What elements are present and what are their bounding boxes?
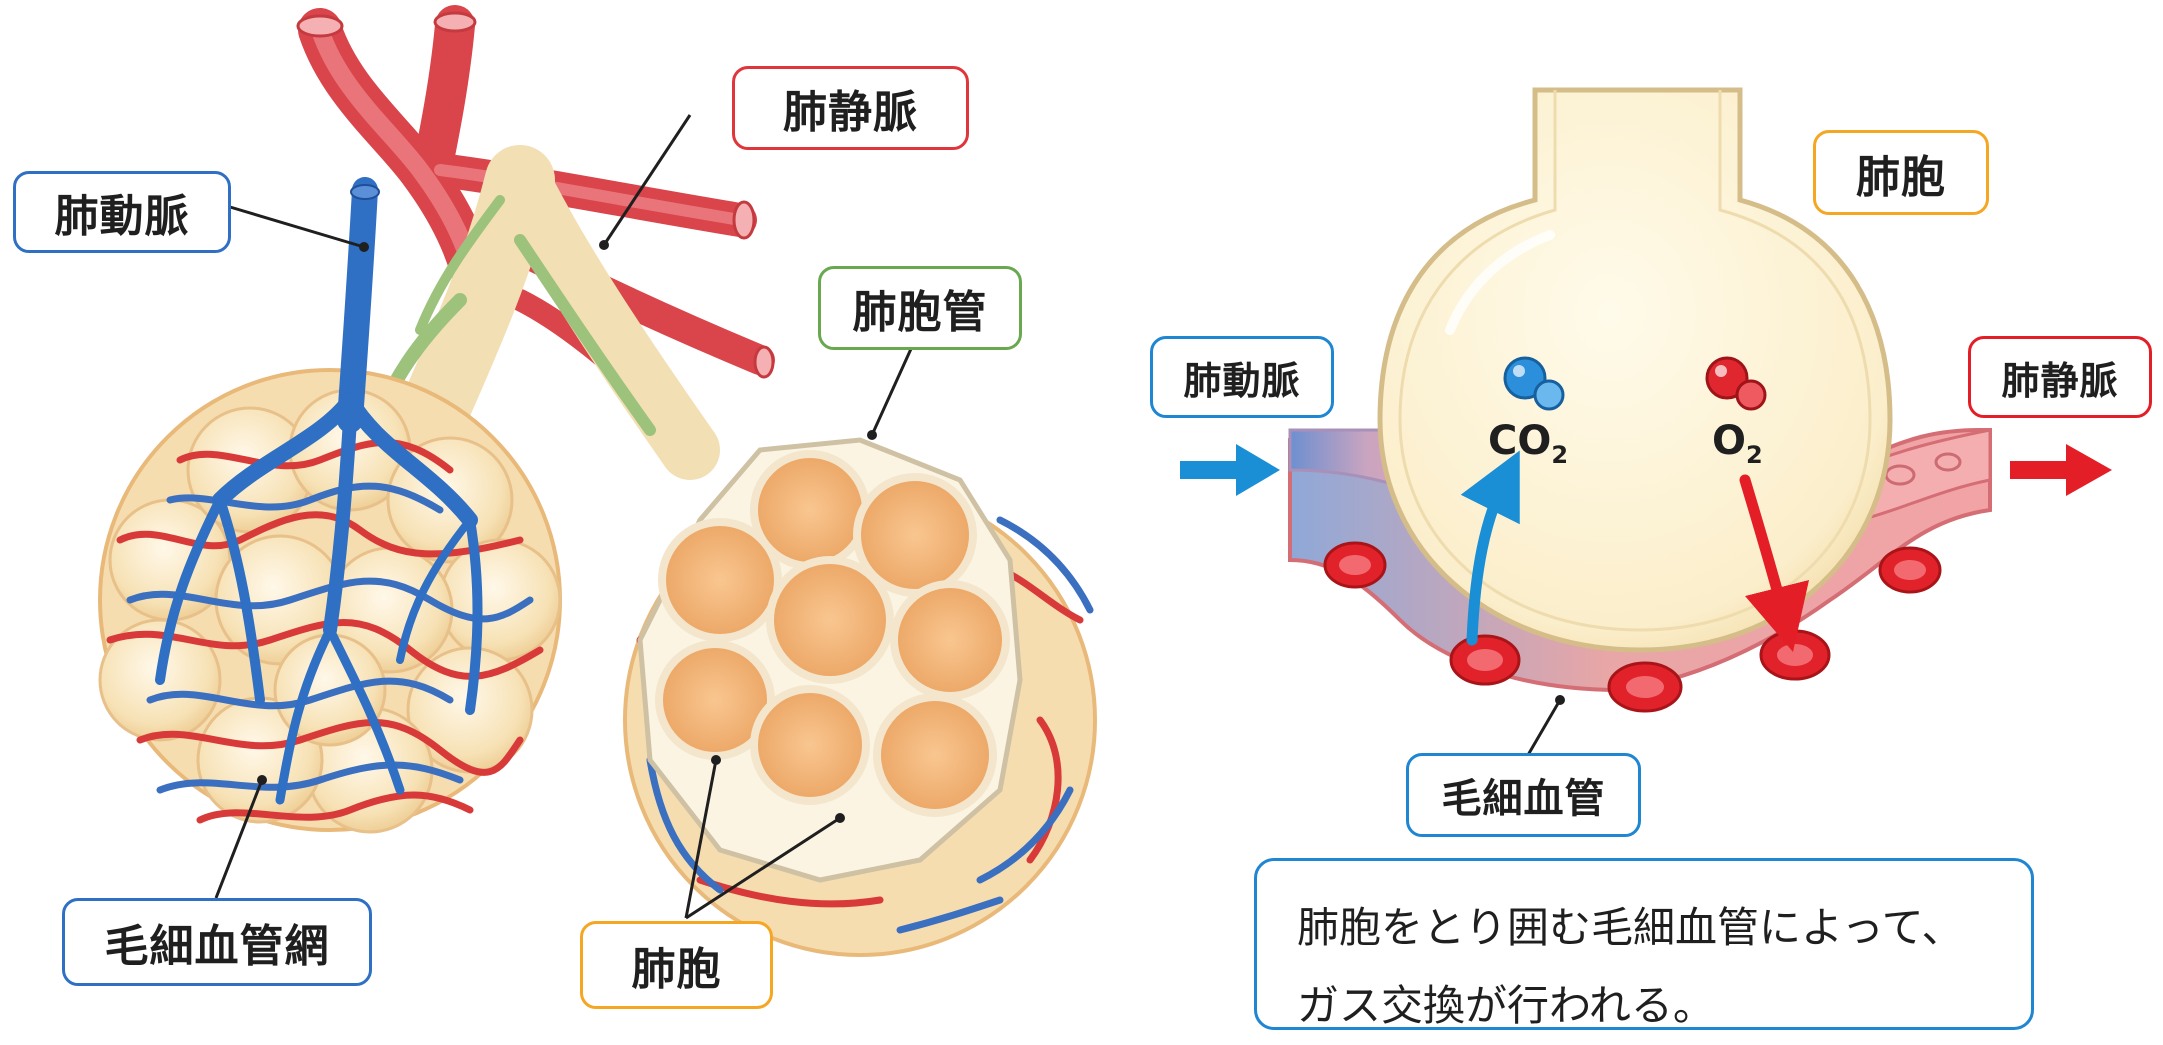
label-capillary: 毛細血管 <box>1406 753 1641 837</box>
caption-line-2: ガス交換が行われる。 <box>1297 967 1991 1045</box>
gas-exchange-caption: 肺胞をとり囲む毛細血管によって、 ガス交換が行われる。 <box>1254 858 2034 1030</box>
label-alveoli-left: 肺胞 <box>580 921 773 1009</box>
inflow-arrow <box>1180 444 1280 496</box>
outflow-arrow <box>2010 444 2112 496</box>
right-alveolar-sac-cluster <box>625 440 1095 955</box>
co2-label: CO2 <box>1488 418 1568 469</box>
o2-label-subscript: 2 <box>1746 441 1763 469</box>
label-pulmonary-artery-left: 肺動脈 <box>13 171 231 253</box>
label-capillary-network: 毛細血管網 <box>62 898 372 986</box>
label-pulmonary-vein-right: 肺静脈 <box>1968 336 2152 418</box>
label-alveolus-right: 肺胞 <box>1813 130 1989 215</box>
label-alveolar-duct: 肺胞管 <box>818 266 1022 350</box>
capillary-leader-dot <box>1555 695 1565 705</box>
label-pulmonary-artery-right: 肺動脈 <box>1150 336 1334 418</box>
o2-label-main: O <box>1712 418 1746 464</box>
co2-label-main: CO <box>1488 418 1551 464</box>
caption-line-1: 肺胞をとり囲む毛細血管によって、 <box>1297 889 1991 967</box>
o2-label: O2 <box>1712 418 1763 469</box>
label-pulmonary-vein-left: 肺静脈 <box>732 66 969 150</box>
capillary-leader-line <box>1528 700 1560 755</box>
co2-label-subscript: 2 <box>1551 441 1568 469</box>
